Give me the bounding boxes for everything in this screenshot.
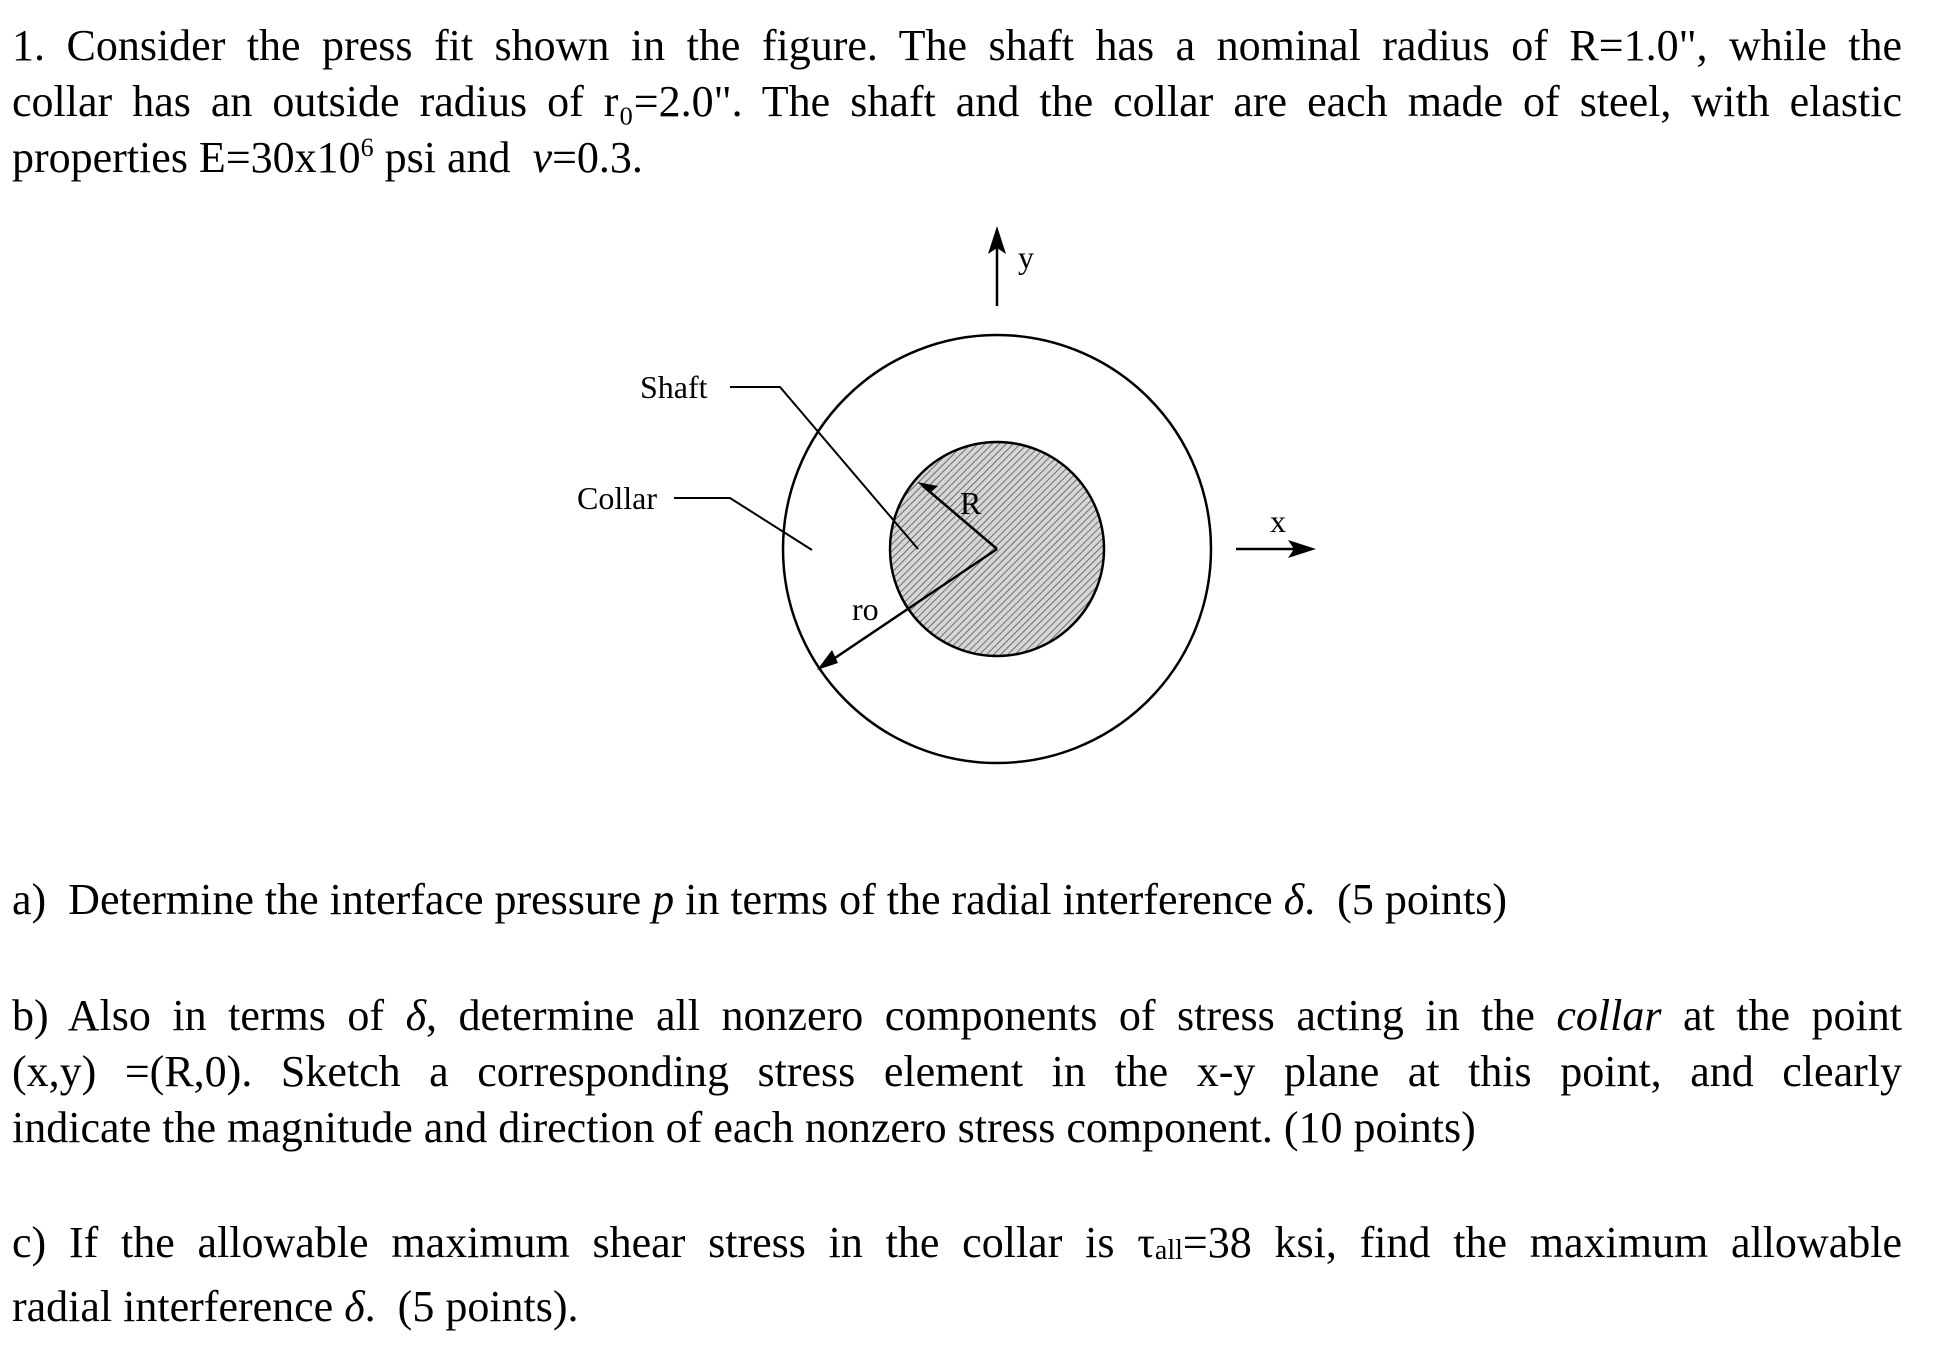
- part-c-text-4: . (5 points).: [364, 1282, 579, 1331]
- y-axis-label: y: [1018, 239, 1034, 275]
- tau-subscript: all: [1154, 1235, 1183, 1266]
- collar-emphasis: collar: [1556, 991, 1662, 1040]
- ro-radius-arrowhead: [817, 650, 838, 670]
- R-radius-line: [922, 485, 998, 550]
- collar-leader-line: [674, 497, 813, 551]
- part-a-text-3: . (5 points): [1304, 875, 1508, 924]
- part-b-text-1: b) Also in terms of: [12, 991, 406, 1040]
- part-c-text-3: radial interference: [12, 1282, 345, 1331]
- intro-line-1: 1. Consider the press fit shown in the f…: [12, 21, 1902, 70]
- poisson-symbol: ν: [532, 133, 553, 182]
- delta-symbol: δ: [344, 1282, 365, 1331]
- exponent: 6: [360, 133, 374, 162]
- part-c-text-1: c) If the allowable maximum shear stress…: [12, 1218, 1155, 1267]
- intro-line-3: properties E=30x106 psi and ν=0.3.: [12, 130, 1902, 186]
- x-axis-label: x: [1270, 503, 1286, 539]
- R-label: R: [960, 485, 982, 521]
- shaft-label: Shaft: [640, 369, 708, 405]
- part-a: a) Determine the interface pressure p in…: [12, 872, 1902, 928]
- part-b: b) Also in terms of δ, determine all non…: [12, 988, 1902, 1156]
- part-c-line-1: c) If the allowable maximum shear stress…: [12, 1215, 1902, 1279]
- intro-line-2: collar has an outside radius of r₀=2.0".…: [12, 77, 1902, 126]
- y-axis-arrowhead: [988, 226, 1006, 254]
- part-b-line-3: indicate the magnitude and direction of …: [12, 1103, 1476, 1152]
- ro-label: ro: [852, 591, 879, 627]
- collar-outer-circle: [781, 333, 1213, 765]
- part-b-line-2: (x,y) =(R,0). Sketch a corresponding str…: [12, 1047, 1902, 1096]
- part-a-line: a) Determine the interface pressure p in…: [12, 872, 1902, 928]
- R-radius-arrowhead: [917, 482, 938, 493]
- part-c: c) If the allowable maximum shear stress…: [12, 1215, 1902, 1335]
- part-b-text-3: at the point: [1661, 991, 1902, 1040]
- part-c-text-2: =38 ksi, find the maximum allowable: [1182, 1218, 1902, 1267]
- shaft-leader-line: [730, 386, 919, 550]
- intro-line-3-c: =0.3.: [552, 133, 643, 182]
- part-b-line-1: b) Also in terms of δ, determine all non…: [12, 988, 1902, 1044]
- part-b-text-2: , determine all nonzero components of st…: [426, 991, 1557, 1040]
- delta-symbol: δ: [1283, 875, 1305, 924]
- ro-radius-line: [825, 547, 998, 666]
- x-axis-arrowhead: [1288, 540, 1316, 558]
- intro-line-3-a: properties E=30x10: [12, 133, 361, 182]
- part-a-text-1: a) Determine the interface pressure: [12, 875, 653, 924]
- press-fit-figure: y x R ro Shaft Collar: [577, 226, 1316, 765]
- intro-line-3-b: psi and: [373, 133, 533, 182]
- delta-symbol: δ: [405, 991, 427, 1040]
- problem-intro: 1. Consider the press fit shown in the f…: [12, 18, 1902, 186]
- part-a-text-2: in terms of the radial interference: [674, 875, 1284, 924]
- collar-label: Collar: [577, 480, 657, 516]
- part-c-line-2: radial interference δ. (5 points).: [12, 1279, 1902, 1335]
- pressure-symbol: p: [652, 875, 675, 924]
